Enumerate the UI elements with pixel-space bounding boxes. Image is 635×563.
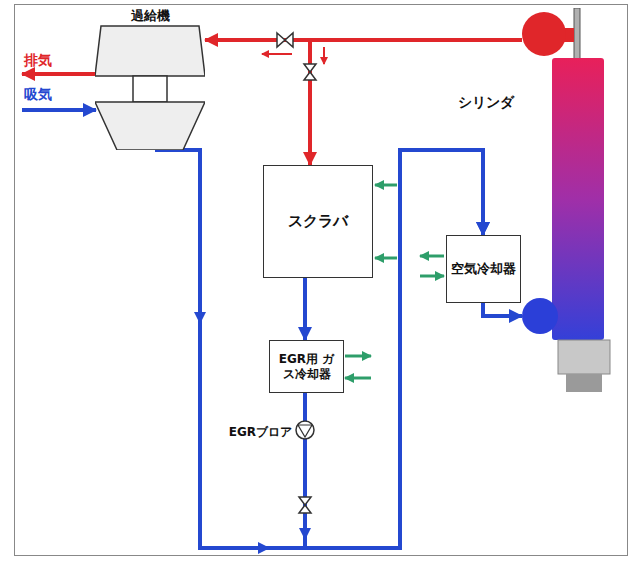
flow-arrow xyxy=(299,528,311,540)
scavenge-receiver xyxy=(522,298,558,334)
turbocharger-shape xyxy=(95,8,205,150)
node-text: スクラバ xyxy=(288,212,348,231)
flow-line xyxy=(303,278,307,340)
flow-line xyxy=(155,150,483,548)
valve-stem xyxy=(574,8,580,60)
exhaust-arrow xyxy=(22,72,95,76)
compressor-shape xyxy=(95,102,205,150)
blower-symbol xyxy=(298,425,312,437)
coolant-arrow xyxy=(345,355,371,358)
connector-group xyxy=(155,40,522,548)
coolant-arrow xyxy=(375,257,397,260)
shaft-shape xyxy=(133,76,167,102)
node-text: EGR用 ガス冷却器 xyxy=(274,352,339,382)
blower-label: EGRブロア xyxy=(212,424,292,441)
coolant-arrow xyxy=(420,275,444,278)
turbocharger: 過給機 xyxy=(95,8,205,150)
node-text: 空気冷却器 xyxy=(451,261,516,277)
label-text: 排気 xyxy=(24,52,84,70)
cylinder-shape xyxy=(522,8,618,392)
flow-line xyxy=(310,40,522,165)
crank-case xyxy=(566,374,602,392)
flow-arrow xyxy=(323,47,325,64)
node-text: 過給機 xyxy=(95,8,205,24)
blower-symbol xyxy=(296,421,314,439)
coolant-arrow xyxy=(375,184,397,187)
label-text: 吸気 xyxy=(24,86,84,104)
node-text: シリンダ xyxy=(458,94,514,112)
coolant-arrow xyxy=(420,255,444,258)
valve-symbol xyxy=(277,33,293,47)
crank-case xyxy=(558,340,610,374)
frame xyxy=(15,5,628,556)
gas-cooler-box: EGR用 ガス冷却器 xyxy=(269,340,344,393)
flow-arrow xyxy=(258,542,270,554)
cylinder: シリンダ xyxy=(522,8,618,392)
flow-arrow xyxy=(262,53,292,55)
valve-symbol xyxy=(299,497,311,513)
intake-label: 吸気 xyxy=(24,86,84,104)
scrubber-box: スクラバ xyxy=(263,165,373,278)
exhaust-label: 排気 xyxy=(24,52,84,70)
flow-line xyxy=(483,303,522,316)
cylinder-body xyxy=(552,58,604,340)
valve-symbol xyxy=(304,64,316,80)
label-text: EGRブロア xyxy=(212,424,292,441)
exhaust-receiver xyxy=(522,12,566,56)
flow-arrow xyxy=(194,312,206,324)
intake-arrow xyxy=(22,108,96,112)
turbine-shape xyxy=(95,26,205,76)
air-cooler-box: 空気冷却器 xyxy=(446,235,521,303)
coolant-arrow xyxy=(345,377,371,380)
